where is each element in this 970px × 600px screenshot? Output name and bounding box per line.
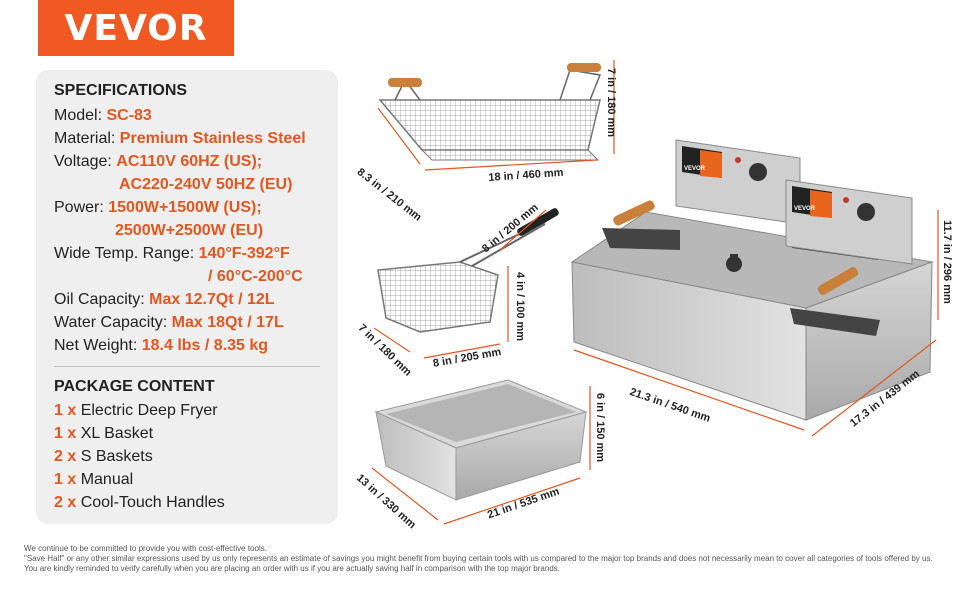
specifications-panel: SPECIFICATIONS Model: SC-83 Material: Pr… [36, 70, 338, 524]
fryer-brand-label: VEVOR [684, 166, 706, 172]
small-basket [377, 208, 559, 333]
specifications-heading: SPECIFICATIONS [54, 82, 188, 99]
xl-basket [378, 63, 602, 161]
wood-handle [567, 63, 601, 72]
disclaimer-line: "Save Half" or any other similar express… [24, 554, 933, 563]
spec-model: Model: SC-83 [54, 107, 152, 124]
spec-temp-range-celsius: / 60°C-200°C [208, 268, 303, 285]
wood-handle [388, 78, 422, 87]
spec-net-weight: Net Weight: 18.4 lbs / 8.35 kg [54, 337, 269, 354]
dim-pan-height: 6 in / 150 mm [594, 393, 606, 463]
section-divider [54, 366, 320, 367]
spec-power: Power: 1500W+1500W (US); [54, 199, 262, 216]
orange-stripe [700, 150, 722, 178]
disclaimer-line: We continue to be committed to provide y… [24, 544, 267, 553]
package-heading: PACKAGE CONTENT [54, 378, 215, 395]
fryer-brand-label: VEVOR [794, 206, 816, 212]
spec-oil-capacity: Oil Capacity: Max 12.7Qt / 12L [54, 291, 275, 308]
spec-voltage: Voltage: AC110V 60HZ (US); [54, 153, 263, 170]
disclaimer-line: You are kindly reminded to verify carefu… [24, 564, 560, 573]
dim-xl-basket-height: 7 in / 180 mm [605, 68, 617, 138]
brand-logo: VEVOR [38, 0, 234, 56]
steel-pan [374, 379, 588, 501]
package-item: 1 x Manual [54, 471, 134, 488]
spec-material: Material: Premium Stainless Steel [54, 130, 306, 147]
spec-water-capacity: Water Capacity: Max 18Qt / 17L [54, 314, 284, 331]
spec-voltage-eu: AC220-240V 50HZ (EU) [119, 176, 293, 193]
package-item: 2 x S Baskets [54, 448, 153, 465]
basket-black-handle [517, 208, 559, 236]
orange-stripe [810, 190, 832, 218]
spec-power-eu: 2500W+2500W (EU) [115, 222, 264, 239]
deep-fryer: VEVOR VEVOR [570, 139, 934, 421]
disclaimer-footer: We continue to be committed to provide y… [24, 544, 959, 574]
product-illustration: VEVOR VEVOR [371, 60, 939, 525]
dim-s-basket-height: 4 in / 100 mm [514, 272, 526, 342]
package-item: 1 x Electric Deep Fryer [54, 402, 218, 419]
package-item: 1 x XL Basket [54, 425, 154, 442]
package-item: 2 x Cool-Touch Handles [54, 494, 225, 511]
dim-fryer-height: 11.7 in / 296 mm [941, 220, 953, 304]
wood-handle [613, 200, 655, 226]
dimension-lines [371, 60, 939, 525]
spec-temp-range: Wide Temp. Range: 140°F-392°F [54, 245, 290, 262]
wood-handle [817, 267, 859, 295]
